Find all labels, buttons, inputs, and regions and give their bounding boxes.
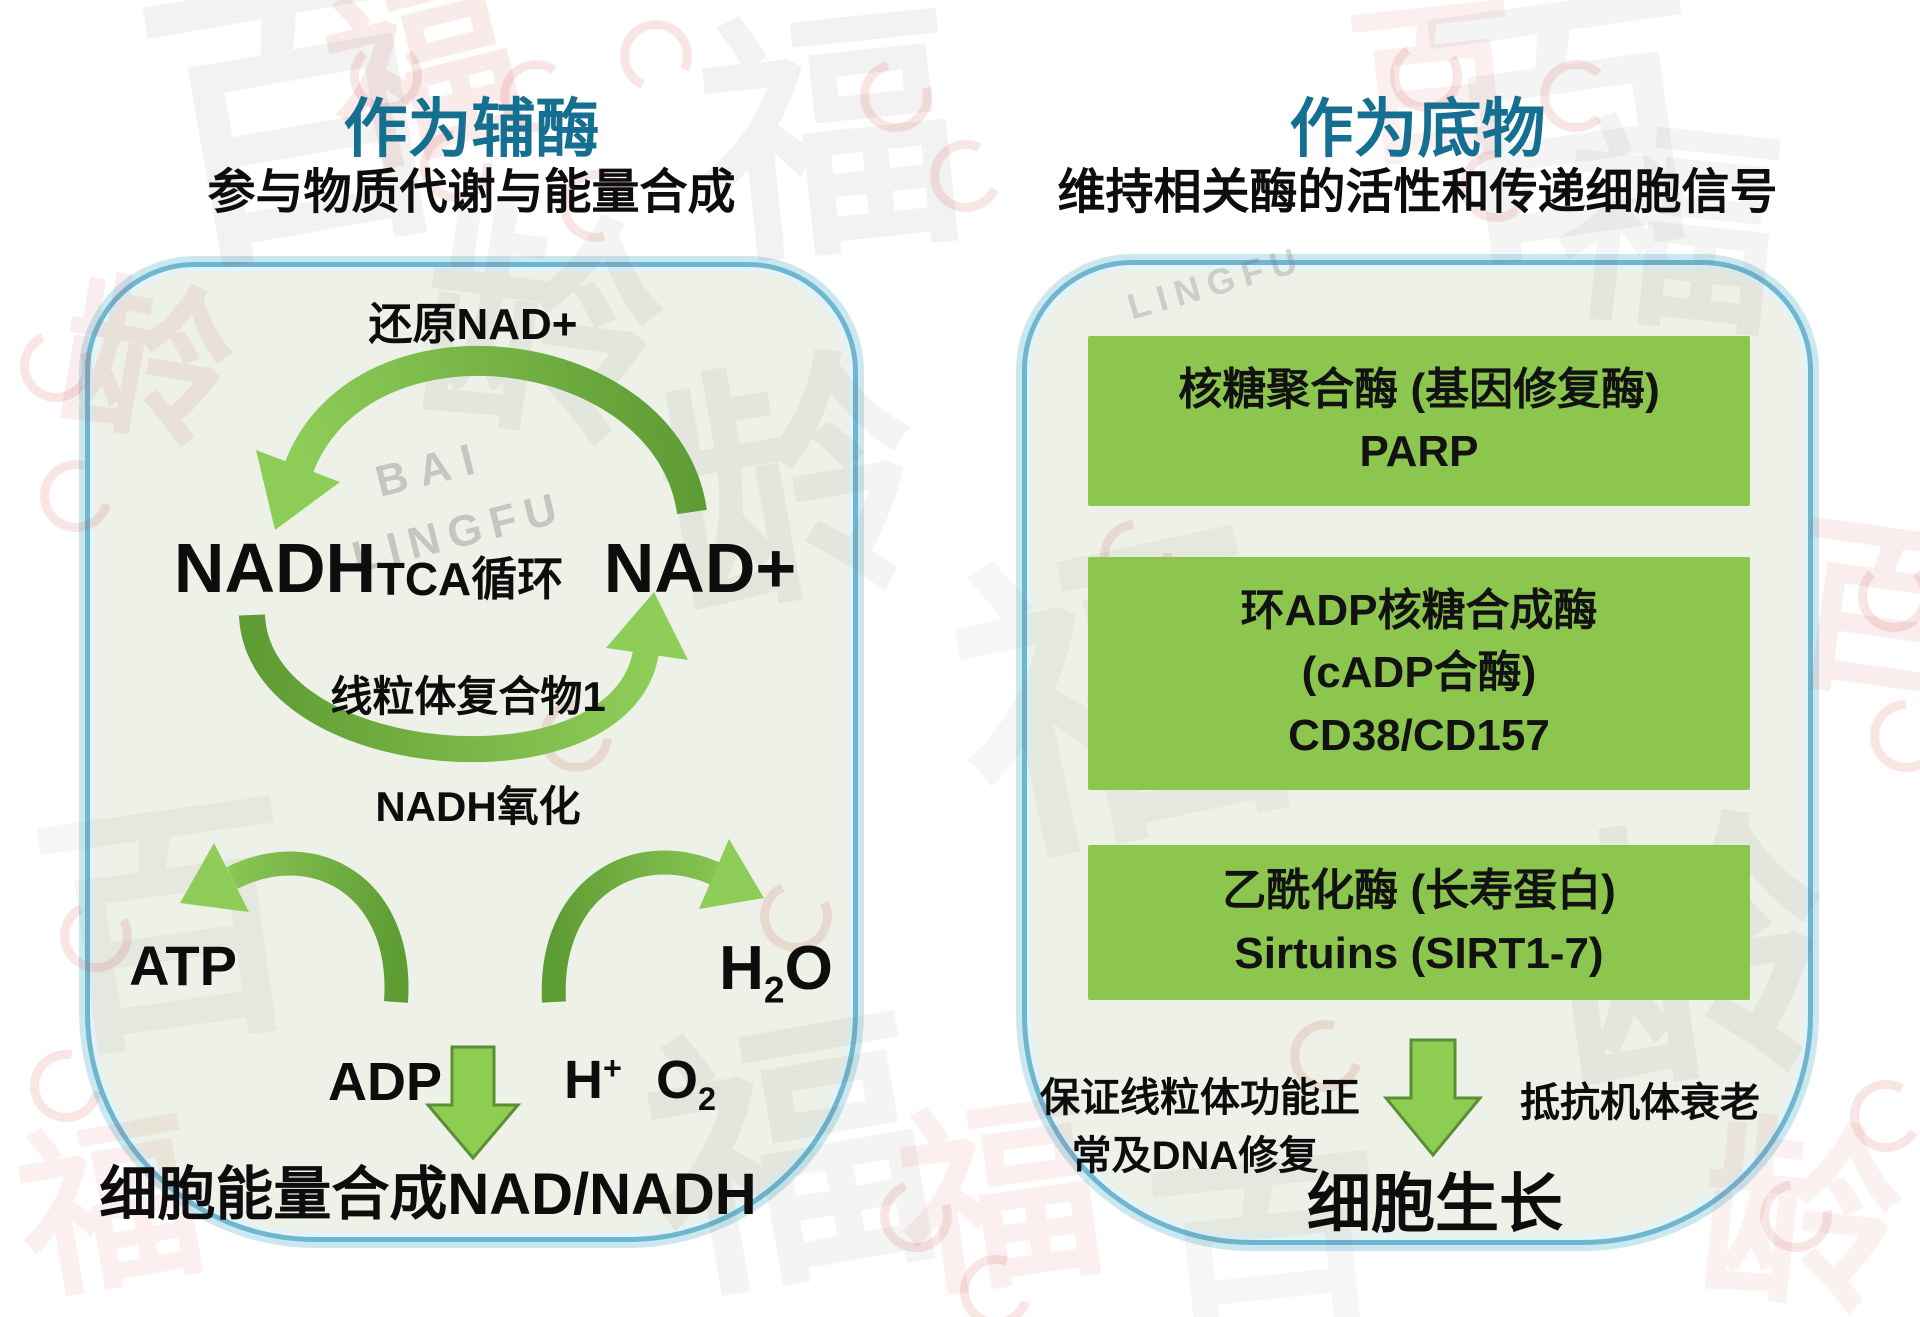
left-title: 作为辅酶: [343, 93, 600, 165]
h-plus-sup: +: [603, 1050, 622, 1086]
label-adp: ADP: [327, 1052, 443, 1112]
watermark-curl-icon: [868, 1168, 964, 1264]
h2o-o: O: [784, 934, 833, 1003]
left-subtitle: 参与物质代谢与能量合成: [207, 166, 736, 219]
label-mito-function-line2: 常及DNA修复: [1071, 1134, 1319, 1178]
left-footer-label: 细胞能量合成NAD/NADH: [99, 1162, 757, 1227]
label-h2o: H2O: [719, 938, 833, 1009]
o2-sub: 2: [697, 1080, 716, 1117]
label-h-plus-o2: H+ O2: [564, 1052, 716, 1115]
label-nadh-oxidation: NADH氧化: [375, 783, 581, 830]
right-footer-label: 细胞生长: [1307, 1168, 1563, 1240]
right-subtitle: 维持相关酶的活性和传递细胞信号: [1057, 166, 1778, 219]
label-reduce-nad: 还原NAD+: [368, 300, 578, 349]
label-nad-plus: NAD+: [603, 529, 797, 607]
enzyme-box-line: Sirtuins (SIRT1-7): [1234, 928, 1604, 978]
watermark-curl-icon: [1855, 685, 1920, 787]
enzyme-box-line: 环ADP核糖合成酶: [1240, 585, 1598, 635]
enzyme-box-line: 乙酰化酶 (长寿蛋白): [1222, 866, 1616, 916]
enzyme-box-parp: 核糖聚合酶 (基因修复酶) PARP: [1088, 336, 1750, 506]
label-mito-complex-1: 线粒体复合物1: [330, 673, 606, 720]
o2-base: O: [655, 1050, 698, 1110]
h2o-h: H: [719, 934, 764, 1003]
h-plus-base: H: [564, 1050, 604, 1110]
coenzyme-panel: [85, 262, 858, 1242]
label-nadh: NADH: [173, 529, 377, 607]
watermark-curl-icon: [1745, 1165, 1847, 1267]
enzyme-box-sirtuins: 乙酰化酶 (长寿蛋白) Sirtuins (SIRT1-7): [1088, 845, 1750, 1000]
enzyme-box-cd38: 环ADP核糖合成酶 (cADP合酶) CD38/CD157: [1088, 557, 1750, 790]
watermark-curl-icon: [1858, 560, 1920, 632]
enzyme-box-line: (cADP合酶): [1301, 648, 1537, 698]
enzyme-box-line: 核糖聚合酶 (基因修复酶): [1178, 364, 1660, 414]
label-mito-function-line1: 保证线粒体功能正: [1040, 1076, 1360, 1120]
label-tca-cycle: TCA循环: [376, 553, 564, 605]
watermark-curl-icon: [919, 129, 1013, 223]
label-anti-aging: 抵抗机体衰老: [1520, 1081, 1760, 1125]
enzyme-box-line: PARP: [1359, 427, 1479, 476]
enzyme-box-line: CD38/CD157: [1288, 710, 1550, 760]
label-atp: ATP: [129, 934, 237, 997]
watermark-curl-icon: [846, 46, 946, 146]
watermark-curl-icon: [1841, 1071, 1920, 1161]
h2o-sub: 2: [763, 968, 785, 1011]
right-title: 作为底物: [1289, 93, 1546, 165]
watermark-curl-icon: [948, 1243, 1044, 1317]
